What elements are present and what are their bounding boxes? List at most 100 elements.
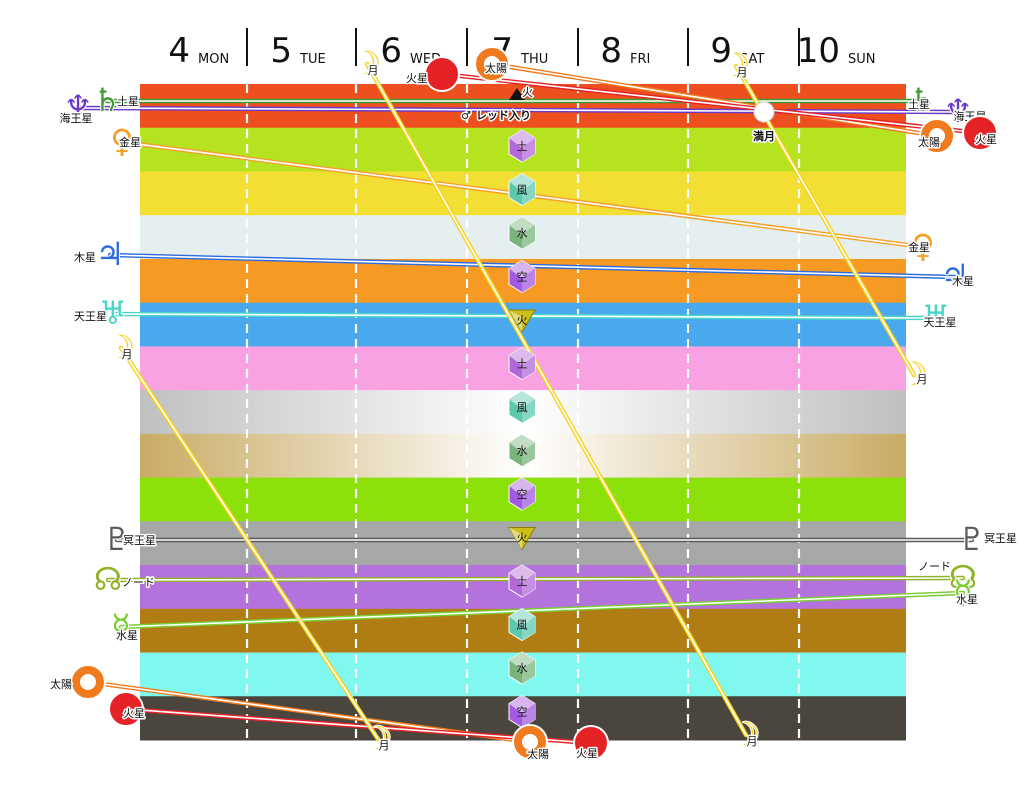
element-crystal-void: 空 [508,694,536,729]
uranus-marker: ♅天王星 [921,297,958,337]
planet-label: 月 [747,735,758,748]
mars-marker: 火星 [108,691,147,727]
mars-marker: 火星 [573,725,609,762]
day-number: 6 [380,31,402,71]
element-crystal-void: 空 [508,477,536,511]
sun-marker: 太陽 [474,46,510,82]
saturn-marker: ♄土星 [907,80,939,120]
red-entry-arrow [509,88,525,100]
planet-label: 金星 [119,135,141,149]
planet-label: ノード [918,560,951,573]
planet-label: 火星 [123,707,145,720]
mercury-marker: ☿水星 [952,572,979,612]
planet-label: 水星 [956,593,978,606]
red-entry-glyph: ♂ [461,109,471,122]
mars-disc [108,691,144,727]
planet-label: 火星 [975,133,997,146]
jupiter-icon: ♃ [941,257,970,295]
uranus-marker: ♅天王星 [73,293,129,333]
pluto-marker: ♇冥王星 [102,519,158,559]
sun-marker: 太陽 [512,724,551,763]
planet-label: 月 [368,64,379,77]
neptune-marker: ♆海王星 [943,91,988,131]
planet-label: 土星 [908,98,930,111]
planet-path-core [491,63,938,137]
red-entry-label: レッド入り [476,109,531,122]
moon-marker: ☽月 [721,45,752,85]
planet-label: 土星 [117,95,139,108]
planet-label: 木星 [74,251,96,264]
moon-marker: ☽月 [363,718,394,758]
planet-label: 海王星 [60,111,93,125]
element-crystal-wind: 風 [508,172,536,207]
uranus-icon: ♅ [99,294,128,332]
planet-label: 冥王星 [984,532,1017,545]
planet-label: 太陽 [527,748,549,761]
sun-core [482,54,502,74]
element-crystal-wind: 風 [508,390,536,424]
planet-label: 月 [737,66,748,79]
day-number: 8 [600,31,622,71]
jupiter-marker: ♃木星 [73,234,126,274]
day-name: FRI [630,52,650,67]
planet-label: 月 [379,739,390,752]
node-marker: ☊ノード [93,559,157,599]
element-crystal-earth: 土 [508,346,536,381]
moon-marker: ☽月 [731,714,762,754]
element-label: 水 [517,662,528,675]
planet-path-core [109,254,956,278]
element-crystal-fire: 火 [508,527,536,551]
element-crystal-water: 水 [508,433,536,468]
planet-label: 冥王星 [123,534,156,547]
element-crystal-water: 水 [508,216,536,250]
planet-markers: 火星太陽☽月☽月♄土星♆海王星♀金星♃木星♅天王星☽月♇冥王星☊ノード☿水星太陽… [49,43,1019,763]
moon-icon: ☽ [107,328,136,366]
planet-label: 天王星 [74,310,107,323]
red-entry-fire-tag: 火 [522,86,533,99]
planet-label: ノード [122,576,155,589]
node-icon: ☊ [94,560,122,598]
moon-icon: ☽ [900,355,929,393]
saturn-icon: ♄ [909,81,938,119]
uranus-icon: ♅ [922,298,951,336]
element-label: 風 [517,619,528,632]
moon-marker: ☽月 [106,327,137,367]
mercury-icon: ☿ [953,573,973,611]
planet-path-core [441,73,981,134]
mercury-marker: ☿水星 [110,606,139,646]
jupiter-icon: ♃ [96,235,125,273]
planet-label: 火星 [406,72,428,85]
planet-label: 火星 [576,747,598,760]
planet-label: 太陽 [918,136,940,149]
planet-path-core [120,347,379,740]
pluto-icon: ♇ [958,520,987,558]
day-name: SAT [740,52,764,67]
element-label: 空 [517,270,528,284]
element-band [140,84,906,129]
saturn-icon: ♄ [93,81,122,119]
sun-marker: 太陽 [917,118,955,154]
element-label: 火 [517,314,528,327]
element-crystal-fire: 火 [508,309,536,333]
day-number: 10 [797,31,840,71]
planet-path-core [120,592,964,628]
day-gridlines [245,84,801,744]
pluto-icon: ♇ [103,520,132,558]
planet-path-core [366,63,747,736]
sun-core [78,672,98,692]
planet-label: 月 [122,348,133,361]
element-label: 空 [517,487,528,501]
day-number: 4 [168,31,190,71]
sun-marker: 太陽 [49,664,106,700]
mars-disc [962,115,998,151]
full-moon-marker [753,101,775,123]
mars-marker: 火星 [405,56,460,92]
mars-marker: 火星 [962,115,999,151]
element-label: 土 [517,140,528,153]
sun-core [520,732,540,752]
venus-marker: ♀金星 [907,226,936,266]
jupiter-marker: ♃木星 [940,256,976,296]
venus-icon: ♀ [911,227,934,265]
element-label: 空 [517,705,528,719]
